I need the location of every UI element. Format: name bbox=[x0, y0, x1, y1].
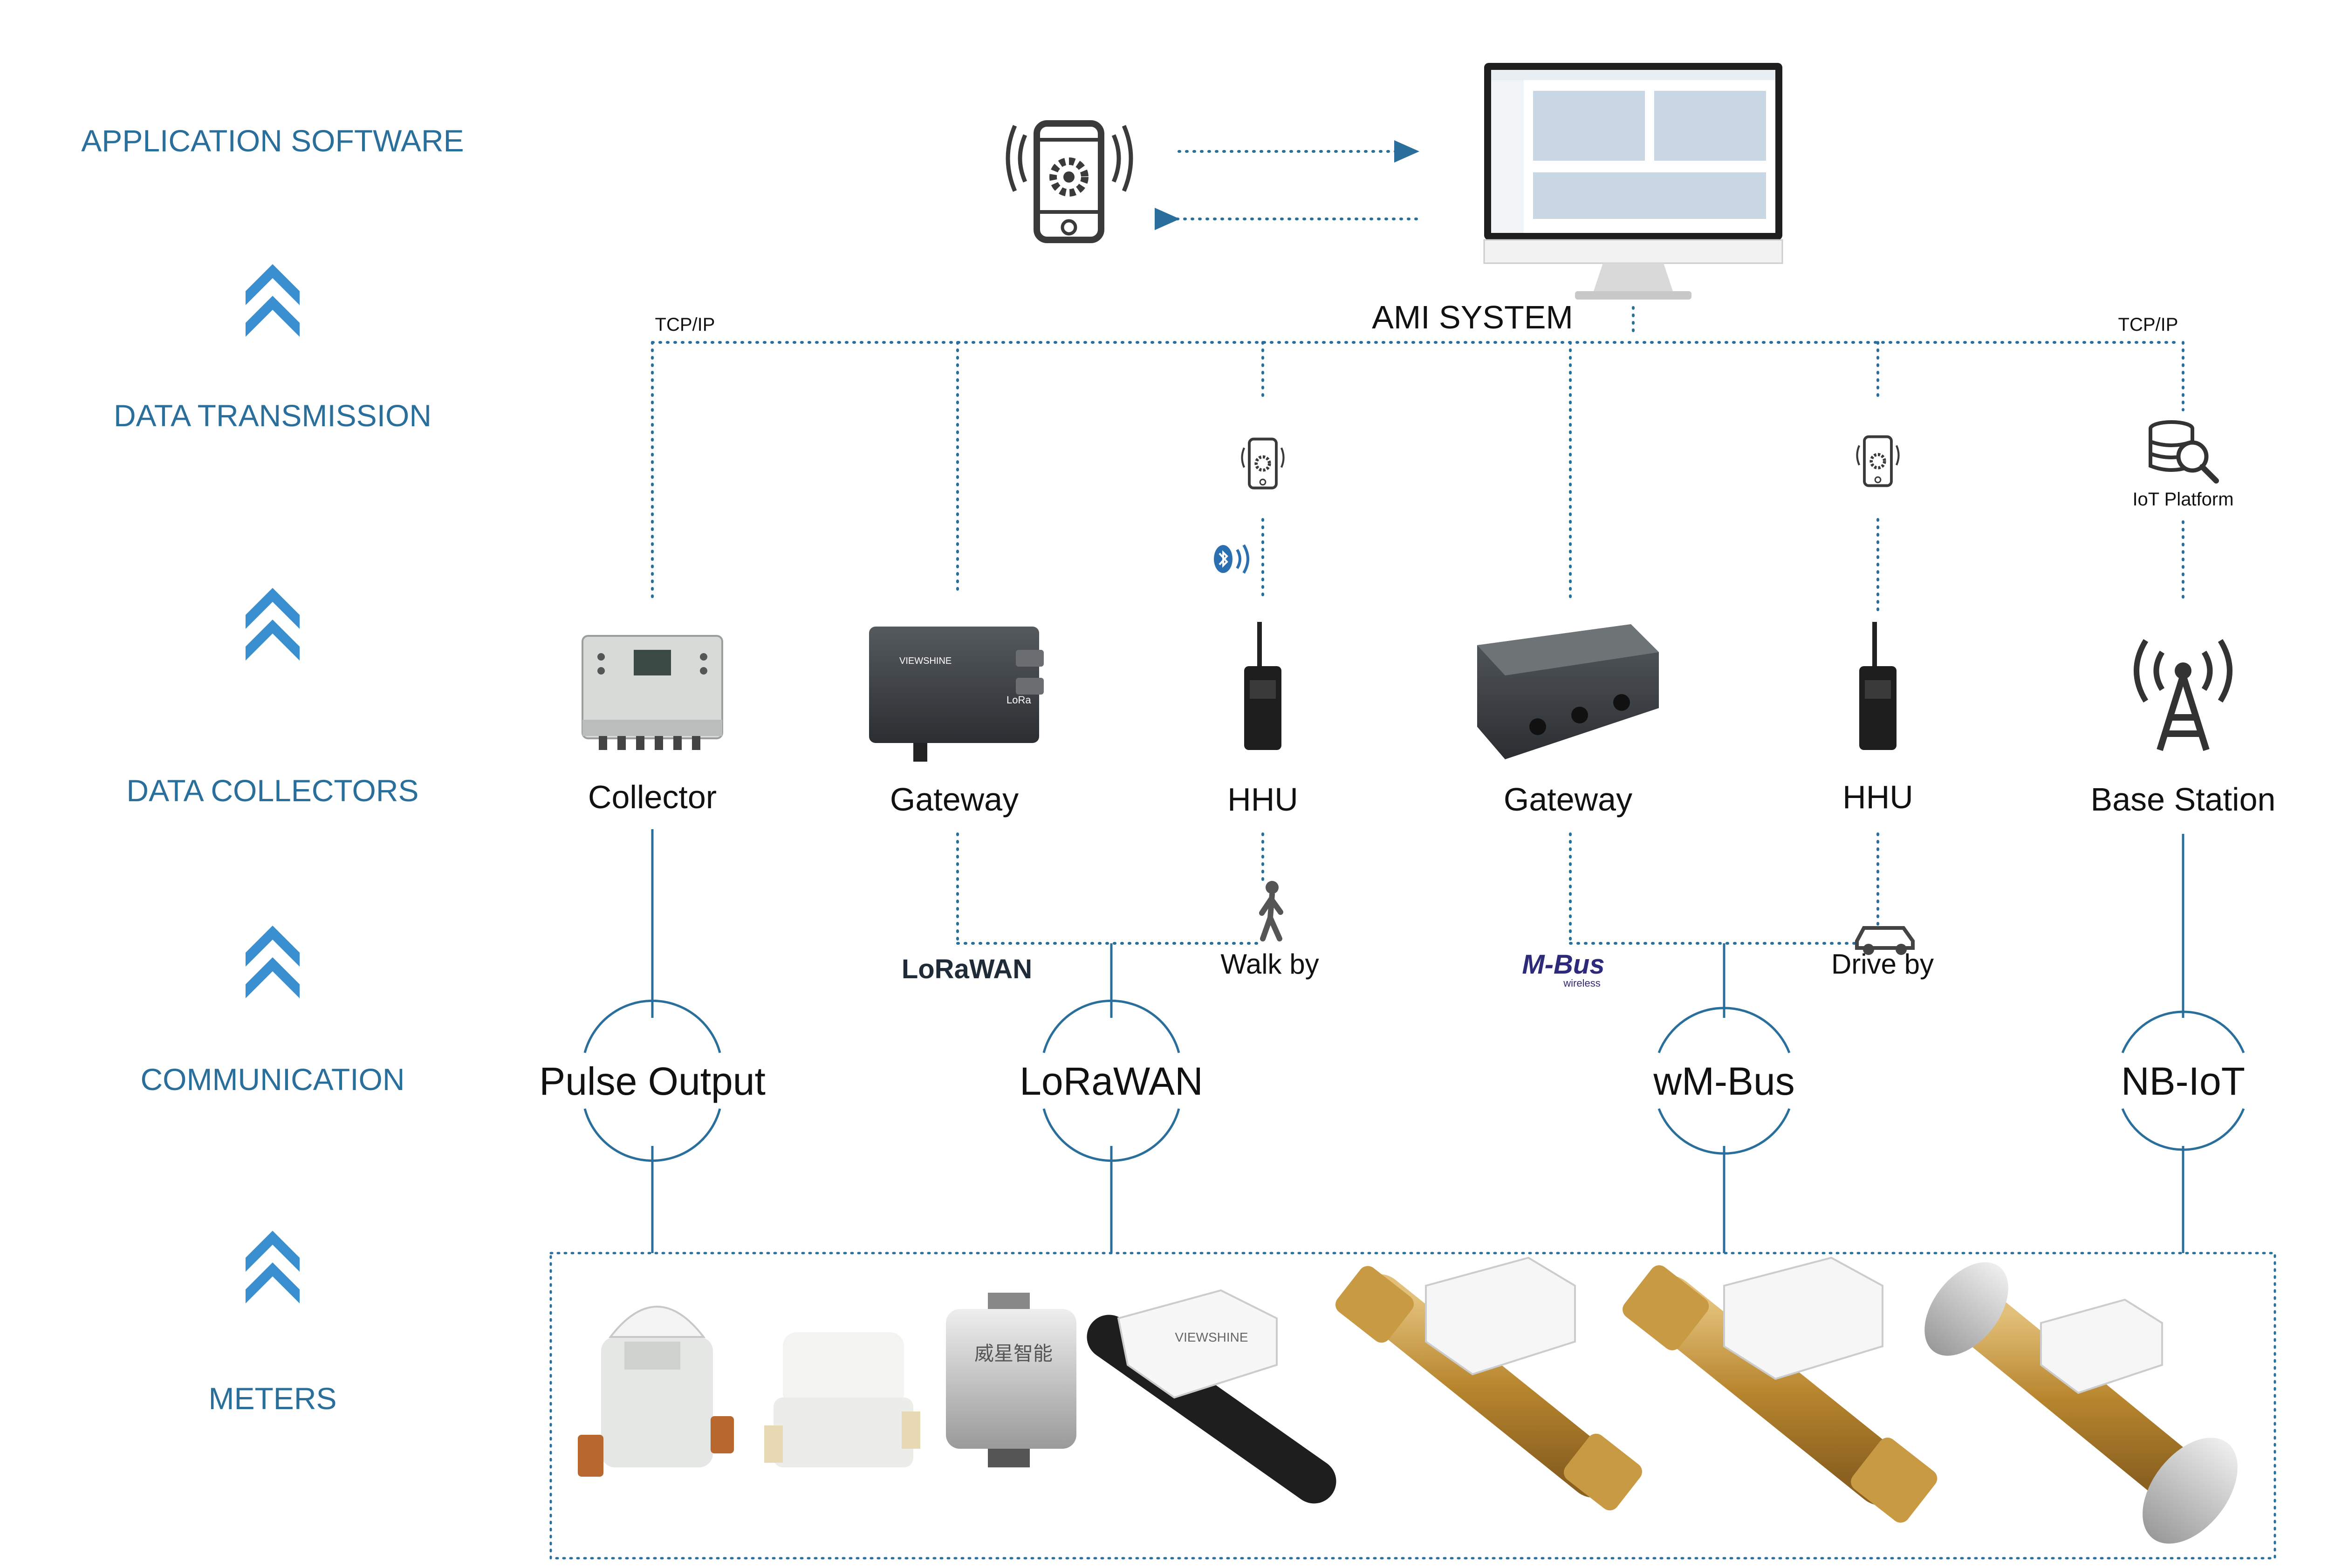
layer-meters: METERS bbox=[208, 1381, 336, 1416]
walk-by-label: Walk by bbox=[1220, 948, 1319, 980]
hhu-walk-label: HHU bbox=[1227, 781, 1298, 818]
meter-brand-en: VIEWSHINE bbox=[1175, 1330, 1248, 1344]
meter-ultrasonic-plastic: VIEWSHINE bbox=[1087, 1289, 1336, 1504]
gateway-lorawan-label: Gateway bbox=[890, 781, 1019, 818]
gateway-brand-logo: VIEWSHINE bbox=[899, 656, 952, 666]
gateway-wmbus-device bbox=[1477, 624, 1659, 759]
double-chevron-up-icon bbox=[246, 1231, 300, 1303]
bluetooth-icon bbox=[1214, 544, 1249, 574]
meter-ultrasonic-flanged bbox=[1924, 1262, 2238, 1544]
phone-settings-icon bbox=[1241, 437, 1285, 490]
gateway-lorawan-device: VIEWSHINE LoRa bbox=[869, 627, 1044, 762]
layer-labels: APPLICATION SOFTWARE DATA TRANSMISSION D… bbox=[81, 123, 464, 1416]
hhu-walk-device bbox=[1244, 622, 1281, 750]
layer-application-software: APPLICATION SOFTWARE bbox=[81, 123, 464, 158]
collector-device bbox=[582, 635, 723, 750]
tcpip-right-label: TCP/IP bbox=[2118, 314, 2178, 335]
phone-settings-icon bbox=[1006, 120, 1133, 243]
meter-prepaid bbox=[578, 1306, 734, 1477]
meter-ultrasonic-brass-1 bbox=[1335, 1256, 1643, 1511]
car-icon bbox=[1855, 926, 1915, 955]
transmission-lines bbox=[651, 306, 2184, 616]
base-station-label: Base Station bbox=[2091, 781, 2276, 818]
lorawan-logo: LoRaWAN bbox=[902, 954, 1032, 984]
lorawan-label: LoRaWAN bbox=[1020, 1059, 1203, 1103]
meter-valve-white bbox=[764, 1332, 920, 1467]
meter-connection-lines bbox=[651, 1146, 2184, 1253]
communication-lines bbox=[651, 829, 2184, 1018]
meters-container bbox=[549, 1252, 2276, 1560]
meter-ultrasonic-brass-2 bbox=[1623, 1256, 1938, 1523]
iot-platform-label: IoT Platform bbox=[2132, 489, 2233, 510]
meter-smart-square: 威星智能 bbox=[946, 1293, 1076, 1467]
tcpip-left-label: TCP/IP bbox=[655, 314, 715, 335]
meter-brand-cn: 威星智能 bbox=[974, 1343, 1053, 1364]
protocol-pulse-output: Pulse Output bbox=[539, 999, 766, 1162]
layer-data-collectors: DATA COLLECTORS bbox=[126, 773, 418, 808]
wmbus-label: wM-Bus bbox=[1653, 1059, 1794, 1103]
layer-communication: COMMUNICATION bbox=[140, 1062, 404, 1097]
gateway-wmbus-label: Gateway bbox=[1504, 781, 1632, 818]
protocol-lorawan: LoRaWAN bbox=[1020, 999, 1203, 1162]
phone-settings-icon bbox=[1856, 435, 1900, 487]
double-chevron-up-icon bbox=[246, 264, 300, 337]
monitor-icon bbox=[1483, 63, 1783, 300]
pulse-output-label: Pulse Output bbox=[539, 1059, 766, 1103]
nbiot-label: NB-IoT bbox=[2121, 1059, 2245, 1103]
protocol-nbiot: NB-IoT bbox=[2121, 1010, 2245, 1151]
ami-system-label: AMI SYSTEM bbox=[1372, 299, 1573, 335]
drive-by-label: Drive by bbox=[1831, 948, 1934, 980]
layer-data-transmission: DATA TRANSMISSION bbox=[114, 398, 431, 433]
mbus-logo-sub: wireless bbox=[1563, 977, 1600, 989]
double-chevron-up-icon bbox=[246, 588, 300, 661]
hhu-drive-device bbox=[1859, 622, 1897, 750]
walking-person-icon bbox=[1259, 881, 1283, 941]
database-search-icon bbox=[2149, 420, 2219, 484]
collector-label: Collector bbox=[588, 779, 717, 815]
protocol-wmbus: wM-Bus bbox=[1653, 1007, 1795, 1155]
mbus-logo: M-Bus bbox=[1522, 949, 1604, 980]
hhu-drive-label: HHU bbox=[1842, 779, 1913, 815]
double-chevron-up-icon bbox=[246, 926, 300, 998]
gateway-lora-mark: LoRa bbox=[1007, 694, 1031, 706]
antenna-tower-icon bbox=[2134, 639, 2232, 751]
